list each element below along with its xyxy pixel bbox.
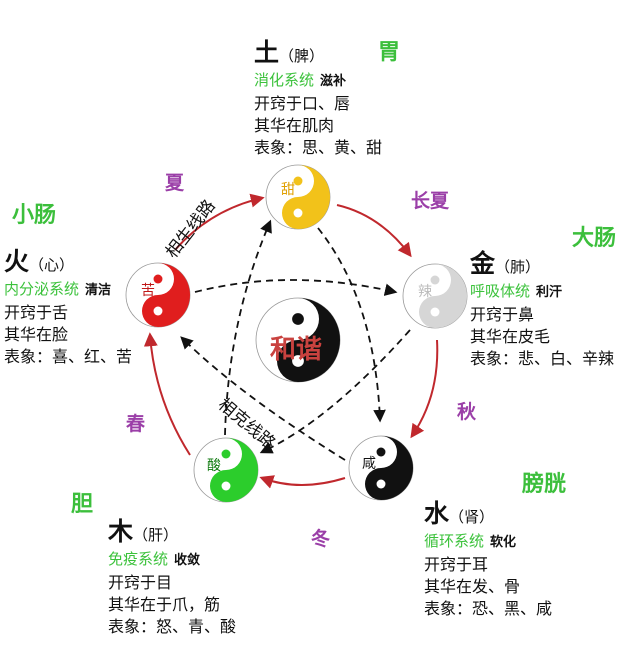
wood-yin-yang: 酸 (193, 437, 259, 503)
wood-line-1: 开窍于目 (108, 573, 173, 592)
fire-organ: （心） (29, 256, 75, 274)
earth-line-1: 开窍于口、唇 (254, 94, 351, 113)
water-line-2: 其华在发、骨 (424, 577, 521, 596)
water-name: 水 (424, 499, 450, 528)
wood-name: 木 (108, 517, 134, 546)
wood-block: 木（肝） 免疫系统收敛 开窍于目 其华在于爪，筋 表象：怒、青、酸 (108, 512, 236, 638)
earth-name: 土 (254, 38, 280, 67)
fu-stomach: 胃 (378, 40, 401, 65)
wood-yin-yang-taste-label: 酸 (207, 458, 221, 474)
water-function: 软化 (490, 535, 517, 550)
metal-line-2: 其华在皮毛 (470, 327, 551, 346)
earth-organ: （脾） (279, 47, 325, 65)
center-yin-yang (255, 297, 341, 383)
earth-yin-yang-taste-label: 甜 (281, 182, 295, 198)
fire-function: 清洁 (85, 283, 112, 298)
fire-name: 火 (4, 247, 30, 276)
fire-yin-yang: 苦 (125, 262, 191, 328)
wood-line-3: 表象：怒、青、酸 (108, 617, 237, 636)
arc-earth-to-metal (336, 204, 412, 258)
fire-line-3: 表象：喜、红、苦 (4, 347, 133, 366)
water-system: 循环系统 (424, 532, 485, 550)
water-yin-yang-taste-label: 咸 (362, 456, 376, 472)
fire-system: 内分泌系统 (4, 280, 80, 298)
arc-fire-to-earth (174, 193, 265, 251)
metal-yin-yang: 辣 (402, 263, 468, 329)
center-label: 和谐 (270, 335, 323, 365)
arc-water-to-wood (259, 475, 346, 489)
wood-organ: （肝） (133, 526, 179, 544)
restraining-star (180, 219, 411, 461)
earth-yin-yang: 甜 (265, 164, 331, 230)
fu-small-intestine: 小肠 (12, 203, 57, 228)
season-spring: 春 (126, 413, 146, 435)
generating-cycle (143, 193, 439, 489)
yin-yang-symbols: 甜辣咸 酸 苦 (125, 164, 468, 503)
fire-line-1: 开窍于舌 (4, 303, 69, 322)
wood-function: 收敛 (174, 553, 201, 568)
water-block: 水（肾） 循环系统软化 开窍于耳 其华在发、骨 表象：恐、黑、咸 (424, 494, 552, 620)
dash-metal-to-wood (259, 329, 411, 454)
metal-organ: （肺） (495, 258, 541, 276)
earth-function: 滋补 (320, 74, 347, 89)
earth-line-3: 表象：思、黄、甜 (254, 138, 383, 157)
metal-line-3: 表象：悲、白、辛辣 (470, 349, 615, 368)
season-winter: 冬 (311, 528, 331, 550)
metal-system: 呼吸体统 (470, 282, 531, 300)
metal-yin-yang-taste-label: 辣 (418, 284, 432, 300)
earth-system: 消化系统 (254, 71, 315, 89)
metal-line-1: 开窍于鼻 (470, 305, 535, 324)
fire-line-2: 其华在脸 (4, 325, 69, 344)
fire-yin-yang-taste-label: 苦 (141, 283, 155, 299)
water-line-3: 表象：恐、黑、咸 (424, 599, 553, 618)
water-yin-yang: 咸 (348, 435, 414, 501)
water-line-1: 开窍于耳 (424, 555, 489, 574)
wood-system: 免疫系统 (108, 550, 169, 568)
season-late-summer: 长夏 (411, 190, 450, 212)
season-autumn: 秋 (457, 401, 477, 423)
metal-block: 金（肺） 呼吸体统利汗 开窍于鼻 其华在皮毛 表象：悲、白、辛辣 (470, 244, 614, 370)
fu-bladder: 膀胱 (522, 472, 567, 497)
dash-wood-to-earth (224, 219, 272, 436)
fire-block: 火（心） 内分泌系统清洁 开窍于舌 其华在脸 表象：喜、红、苦 (4, 242, 132, 368)
fu-gallbladder: 胆 (71, 492, 94, 517)
wood-line-2: 其华在于爪，筋 (108, 595, 221, 614)
water-organ: （肾） (449, 508, 495, 526)
arc-wood-to-fire (143, 332, 191, 456)
season-summer: 夏 (165, 172, 185, 194)
arc-metal-to-water (410, 339, 439, 439)
dash-water-to-fire (180, 336, 346, 461)
dash-fire-to-metal (194, 279, 398, 296)
metal-name: 金 (470, 249, 496, 278)
metal-function: 利汗 (536, 285, 563, 300)
earth-block: 土（脾） 消化系统滋补 开窍于口、唇 其华在肌肉 表象：思、黄、甜 (254, 33, 382, 159)
fu-large-intestine: 大肠 (572, 226, 617, 251)
earth-line-2: 其华在肌肉 (254, 116, 335, 135)
